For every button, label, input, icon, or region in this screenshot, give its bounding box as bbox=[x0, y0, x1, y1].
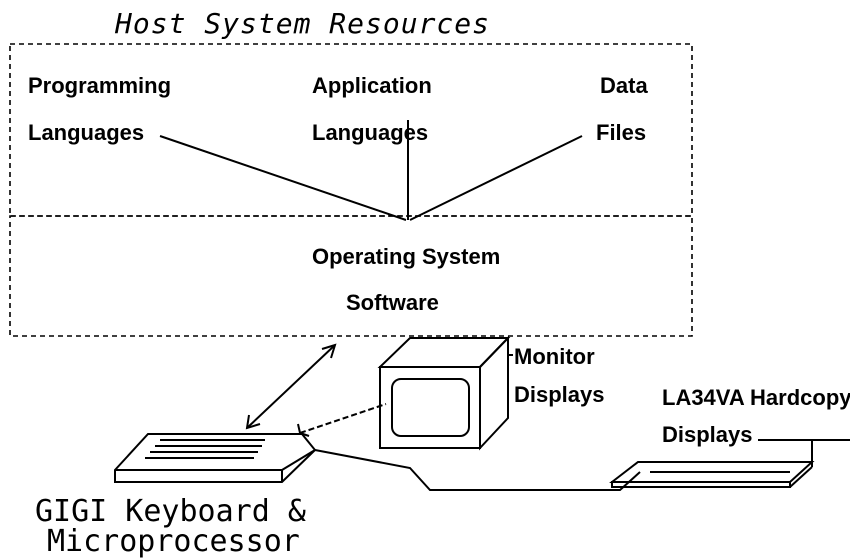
diagram-title: Host System Resources bbox=[114, 7, 490, 40]
application-label-line1: Application bbox=[312, 73, 432, 98]
monitor-link-arrow bbox=[297, 403, 387, 437]
programming-label-line2: Languages bbox=[28, 120, 144, 145]
hardcopy-label-line2: Displays bbox=[662, 422, 753, 447]
monitor-label-line1: Monitor bbox=[514, 344, 595, 369]
host-resources-box bbox=[9, 43, 693, 217]
application-label-line2: Languages bbox=[312, 120, 428, 145]
os-label-line2: Software bbox=[346, 290, 439, 315]
os-label-line1: Operating System bbox=[312, 244, 500, 269]
data-files-label-line1: Data bbox=[600, 73, 648, 98]
printer-icon bbox=[609, 439, 850, 488]
keyboard-label-line2: Microprocessor bbox=[47, 524, 300, 559]
host-link-arrow bbox=[245, 343, 337, 430]
keyboard-icon bbox=[114, 433, 317, 483]
printer-cable bbox=[314, 449, 641, 491]
hardcopy-label-line1: LA34VA Hardcopy bbox=[662, 385, 850, 410]
monitor-label-line2: Displays bbox=[514, 382, 605, 407]
keyboard-label-line1: GIGI Keyboard & bbox=[35, 494, 306, 529]
programming-connector bbox=[159, 135, 407, 221]
data-files-label-line2: Files bbox=[596, 120, 646, 145]
operating-system-box bbox=[9, 215, 693, 337]
programming-label-line1: Programming bbox=[28, 73, 171, 98]
monitor-icon bbox=[377, 335, 511, 451]
data-files-connector bbox=[409, 135, 583, 221]
